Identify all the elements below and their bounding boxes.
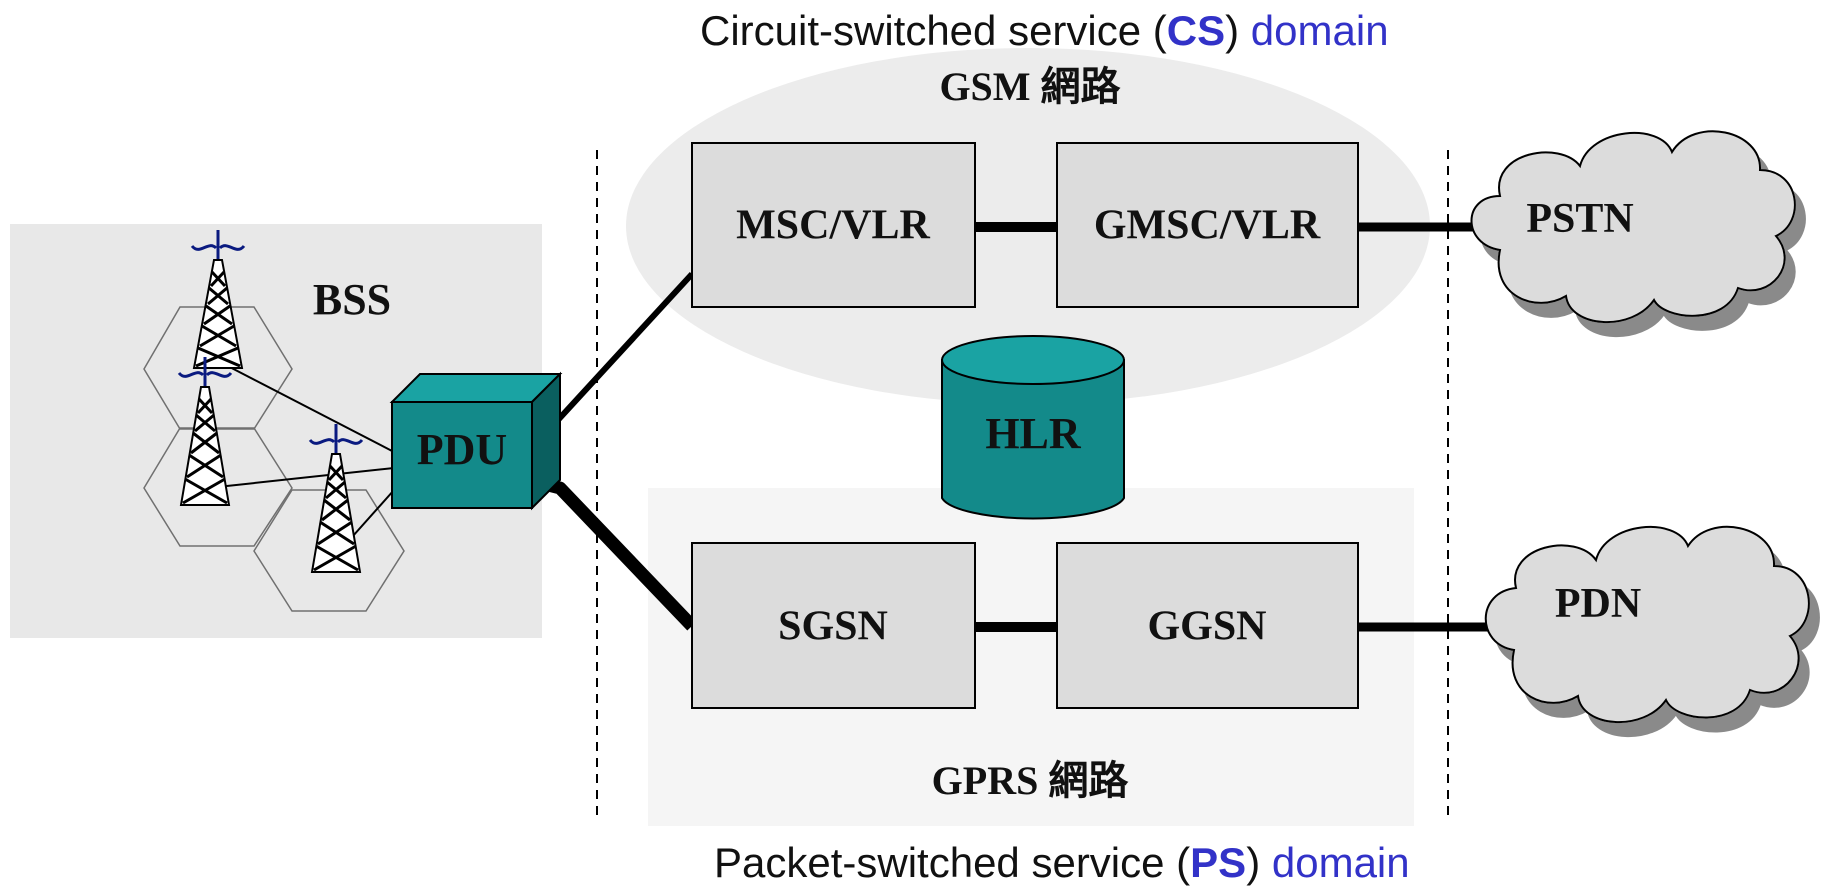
bss-label: BSS: [313, 275, 391, 324]
ps-domain-word: domain: [1271, 839, 1410, 886]
ggsn-node: GGSN: [1056, 542, 1359, 709]
gmsc-vlr-label: GMSC/VLR: [1094, 203, 1321, 249]
antenna-tower-icon: [190, 230, 246, 369]
cs-domain-prefix: Circuit-switched service (: [700, 7, 1167, 54]
gmsc-vlr-node: GMSC/VLR: [1056, 142, 1359, 308]
antenna-wave-icon: [218, 244, 246, 251]
antenna-wave-icon: [205, 371, 233, 378]
cell-hexagon: [143, 427, 293, 547]
antenna-wave-icon: [336, 438, 364, 445]
pstn-label: PSTN: [1526, 196, 1633, 242]
ps-domain-suffix: ): [1246, 839, 1261, 886]
cs-domain-title: Circuit-switched service (CS) domain: [700, 10, 1389, 52]
link-pdu-msc: [555, 271, 695, 423]
cell-hexagon: [253, 489, 405, 612]
tower-link: [219, 361, 395, 453]
cell-hexagons: [143, 306, 405, 612]
hlr-label: HLR: [985, 409, 1082, 458]
sgsn-node: SGSN: [691, 542, 976, 709]
gsm-network-label: GSM 網路: [939, 64, 1121, 109]
ps-domain-prefix: Packet-switched service (: [714, 839, 1191, 886]
ggsn-label: GGSN: [1147, 604, 1266, 650]
pdu-label: PDU: [417, 425, 507, 474]
antenna-tower-icon: [177, 357, 233, 506]
pstn-cloud-icon: [1470, 130, 1796, 323]
cs-domain-suffix: ): [1225, 7, 1240, 54]
antenna-wave-icon: [177, 371, 205, 378]
ps-domain-title: Packet-switched service (PS) domain: [714, 842, 1410, 884]
antenna-wave-icon: [190, 244, 218, 251]
msc-vlr-label: MSC/VLR: [736, 203, 930, 249]
pdu-node: PDU: [389, 371, 563, 511]
msc-vlr-node: MSC/VLR: [691, 142, 976, 308]
antenna-tower-icon: [308, 424, 364, 573]
ps-domain-abbr: PS: [1190, 839, 1247, 886]
cs-domain-abbr: CS: [1166, 7, 1226, 54]
tower-link: [207, 467, 395, 489]
pdn-label: PDN: [1555, 581, 1641, 627]
cs-domain-word: domain: [1250, 7, 1389, 54]
gprs-network-label: GPRS 網路: [932, 758, 1130, 803]
pdn-cloud-icon: [1484, 525, 1810, 723]
hlr-node: HLR: [941, 335, 1125, 520]
sgsn-label: SGSN: [778, 604, 888, 650]
antenna-wave-icon: [308, 438, 336, 445]
